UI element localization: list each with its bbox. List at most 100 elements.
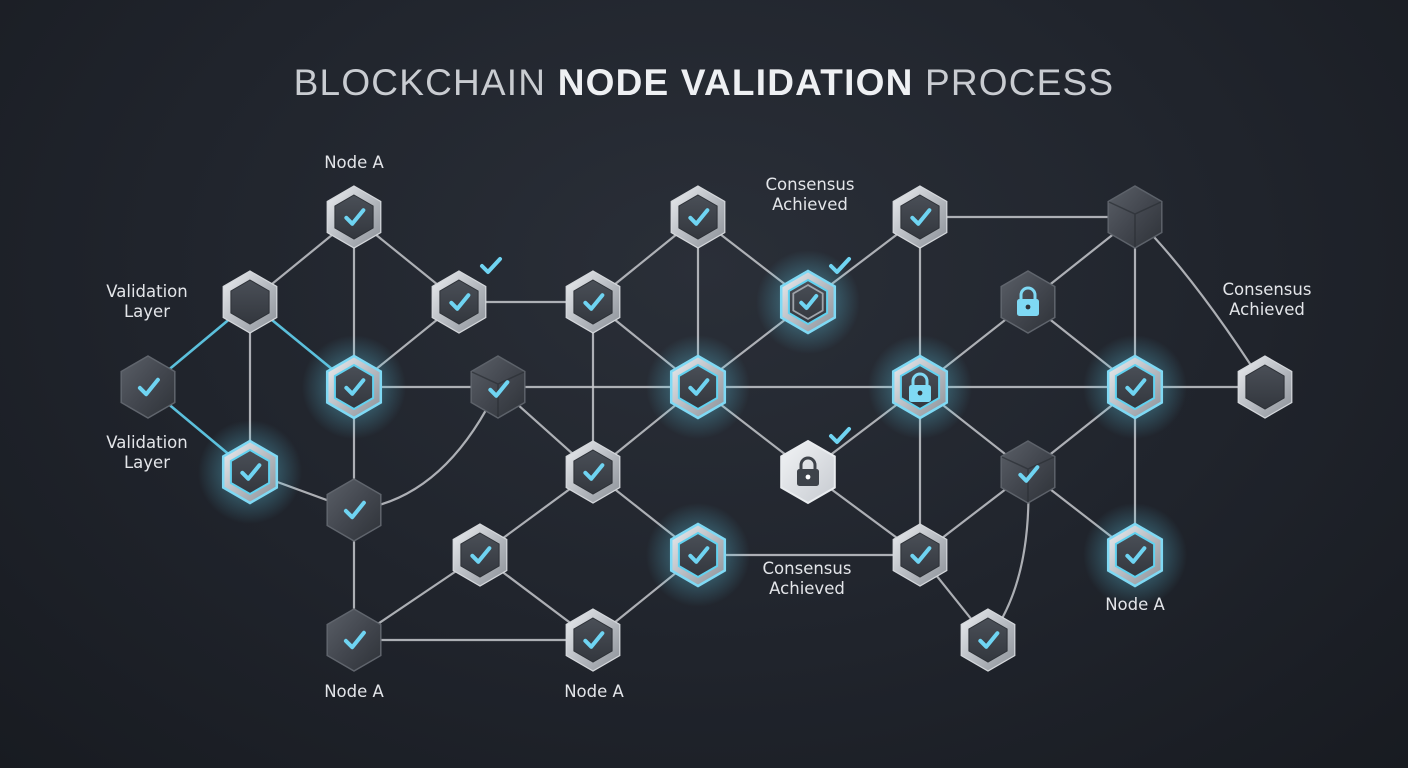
node-core bbox=[229, 448, 271, 496]
node-core bbox=[1114, 363, 1156, 411]
node-n12[interactable] bbox=[565, 440, 621, 504]
dark-node-shape bbox=[120, 355, 176, 419]
check-icon bbox=[344, 378, 366, 396]
check-icon bbox=[470, 546, 492, 564]
node-n28[interactable] bbox=[1083, 503, 1187, 607]
node-n19[interactable] bbox=[780, 427, 851, 505]
label-consensus-top-line-1: Consensus bbox=[766, 175, 855, 194]
node-n1[interactable] bbox=[326, 185, 382, 249]
node-n21[interactable] bbox=[892, 185, 948, 249]
node-n23[interactable] bbox=[1000, 440, 1056, 504]
check-icon bbox=[343, 500, 366, 520]
node-core bbox=[460, 532, 500, 578]
label-node-a-bottom-mid: Node A bbox=[564, 682, 624, 701]
node-n24[interactable] bbox=[1000, 270, 1056, 334]
node-core bbox=[677, 363, 719, 411]
node-n20[interactable] bbox=[868, 335, 972, 439]
check-icon bbox=[910, 546, 932, 564]
check-icon bbox=[137, 377, 160, 397]
node-n27[interactable] bbox=[960, 608, 1016, 672]
title-part-node-validation: NODE VALIDATION bbox=[558, 62, 914, 103]
label-node-a-top-line-1: Node A bbox=[324, 153, 384, 172]
node-n26[interactable] bbox=[1083, 335, 1187, 439]
node-n9[interactable] bbox=[326, 608, 382, 672]
label-node-a-right-line-1: Node A bbox=[1105, 595, 1165, 614]
node-n15[interactable] bbox=[646, 335, 750, 439]
node-n7[interactable] bbox=[326, 478, 382, 542]
label-consensus-right-line-2: Achieved bbox=[1229, 300, 1305, 319]
label-validation-layer-2-line-1: Validation bbox=[106, 433, 187, 452]
label-validation-layer-1-line-1: Validation bbox=[106, 282, 187, 301]
lock-keyhole bbox=[1025, 304, 1031, 310]
check-icon bbox=[343, 630, 366, 650]
label-node-a-bottom-left: Node A bbox=[324, 682, 384, 701]
node-core bbox=[900, 532, 940, 578]
node-n29[interactable] bbox=[1237, 355, 1293, 419]
node-core bbox=[573, 279, 613, 325]
title-part-process: PROCESS bbox=[914, 62, 1115, 103]
node-n22[interactable] bbox=[892, 523, 948, 587]
check-icon bbox=[1125, 546, 1147, 564]
extra-check-icon bbox=[829, 257, 851, 274]
check-icon bbox=[688, 546, 710, 564]
node-n5[interactable] bbox=[302, 335, 406, 439]
node-n14[interactable] bbox=[565, 270, 621, 334]
label-consensus-top-line-2: Achieved bbox=[772, 195, 848, 214]
check-icon bbox=[344, 208, 366, 226]
lock-shackle bbox=[1019, 286, 1037, 300]
label-node-a-bottom-left-line-1: Node A bbox=[324, 682, 384, 701]
node-n8[interactable] bbox=[452, 523, 508, 587]
check-icon bbox=[1125, 378, 1147, 396]
label-consensus-bottom-line-2: Achieved bbox=[769, 579, 845, 598]
node-core bbox=[439, 279, 479, 325]
extra-check-icon bbox=[829, 427, 851, 444]
dark-node-shape bbox=[326, 608, 382, 672]
page-title: BLOCKCHAIN NODE VALIDATION PROCESS bbox=[294, 62, 1115, 103]
lock-keyhole bbox=[917, 390, 923, 396]
lock-shackle bbox=[799, 456, 817, 470]
node-n2[interactable] bbox=[222, 270, 278, 334]
node-core bbox=[677, 531, 719, 579]
check-icon bbox=[799, 294, 819, 310]
cube-node-edges bbox=[1001, 456, 1055, 502]
node-n17[interactable] bbox=[646, 503, 750, 607]
check-icon bbox=[583, 631, 605, 649]
node-n3[interactable] bbox=[431, 257, 502, 334]
cube-node-edges bbox=[471, 371, 525, 417]
label-validation-layer-2-line-2: Layer bbox=[124, 453, 170, 472]
node-n25[interactable] bbox=[1107, 185, 1163, 249]
check-icon bbox=[449, 293, 471, 311]
check-icon bbox=[978, 631, 1000, 649]
label-consensus-right-line-1: Consensus bbox=[1223, 280, 1312, 299]
node-core bbox=[573, 617, 613, 663]
check-icon bbox=[910, 208, 932, 226]
title-part-blockchain: BLOCKCHAIN bbox=[294, 62, 558, 103]
node-core bbox=[1114, 531, 1156, 579]
node-core bbox=[334, 194, 374, 240]
node-core bbox=[1245, 364, 1285, 410]
node-inner-ring bbox=[792, 283, 824, 321]
node-core bbox=[678, 194, 718, 240]
node-core bbox=[787, 278, 829, 326]
node-n4[interactable] bbox=[120, 355, 176, 419]
node-n13[interactable] bbox=[470, 355, 526, 419]
dark-node-shape bbox=[326, 478, 382, 542]
node-core bbox=[968, 617, 1008, 663]
node-n11[interactable] bbox=[565, 608, 621, 672]
node-n18[interactable] bbox=[756, 250, 860, 354]
check-icon bbox=[583, 293, 605, 311]
node-n16[interactable] bbox=[670, 185, 726, 249]
node-core bbox=[230, 279, 270, 325]
node-n6[interactable] bbox=[198, 420, 302, 524]
check-icon bbox=[688, 378, 710, 396]
check-icon bbox=[1018, 465, 1040, 483]
extra-check-icon bbox=[480, 257, 502, 274]
